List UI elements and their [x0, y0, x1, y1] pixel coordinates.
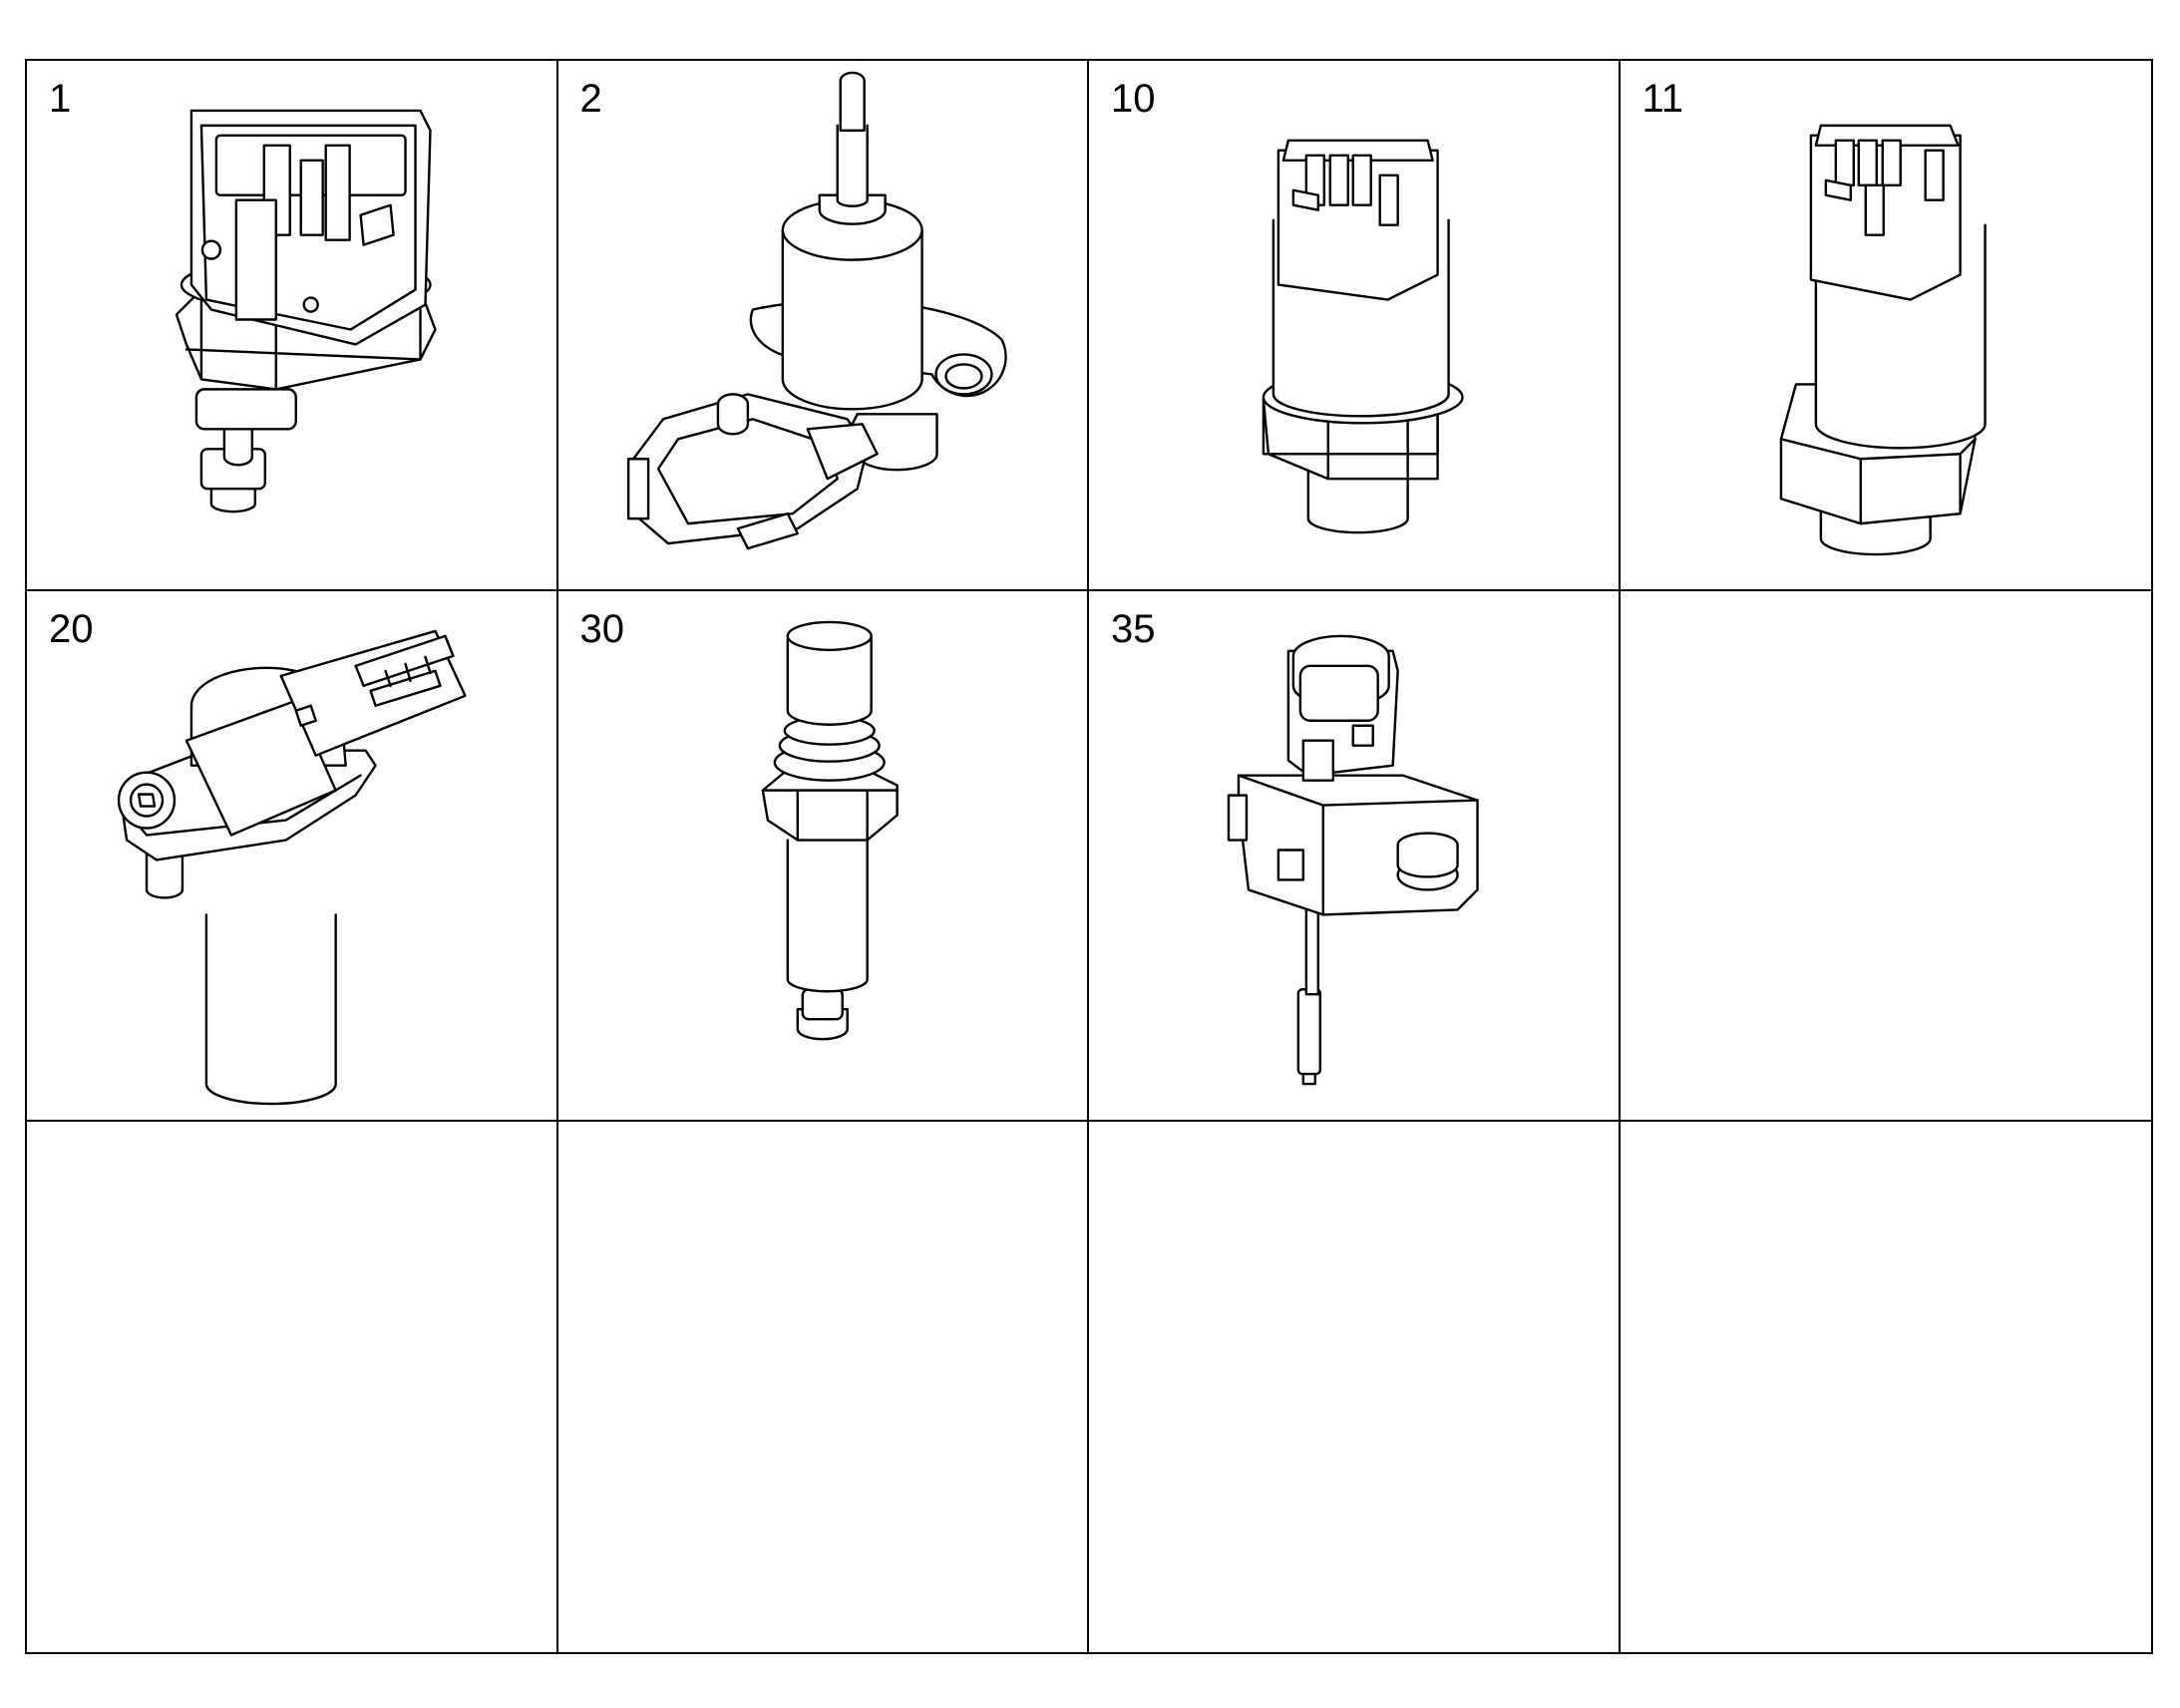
grid-cell-1[interactable]: 1: [27, 61, 558, 591]
grid-cell-empty: [27, 1122, 558, 1652]
switch-sensor-with-plunger-icon: [1089, 591, 1619, 1120]
cell-number: 10: [1111, 77, 1156, 121]
grid-cell-2[interactable]: 2: [557, 61, 1089, 591]
parts-grid: 1 2: [25, 59, 2153, 1654]
grid-cell-empty: [558, 1122, 1089, 1652]
crankshaft-position-sensor-icon: [27, 591, 556, 1120]
cylindrical-sensor-small-connector-icon: [1089, 61, 1619, 589]
cell-number: 35: [1111, 607, 1156, 651]
grid-cell-11[interactable]: 11: [1620, 61, 2152, 591]
temperature-sensor-square-connector-icon: [27, 61, 556, 589]
cylindrical-sensor-hex-base-icon: [1621, 61, 2152, 589]
grid-cell-empty: [1621, 1122, 2152, 1652]
cell-number: 11: [1641, 77, 1684, 121]
grid-cell-empty: [1620, 591, 2151, 1122]
grid-cell-35[interactable]: 35: [1089, 591, 1621, 1122]
grid-cell-30[interactable]: 30: [557, 591, 1089, 1122]
cell-number: 2: [579, 77, 602, 121]
cell-number: 1: [49, 77, 72, 121]
flanged-sensor-with-cable-connector-icon: [558, 61, 1088, 589]
cell-number: 30: [579, 607, 625, 651]
grid-cell-20[interactable]: 20: [27, 591, 558, 1122]
grid-cell-empty: [1089, 1122, 1621, 1652]
grid-cell-10[interactable]: 10: [1089, 61, 1621, 591]
oxygen-sensor-probe-icon: [558, 591, 1088, 1120]
cell-number: 20: [49, 607, 94, 651]
